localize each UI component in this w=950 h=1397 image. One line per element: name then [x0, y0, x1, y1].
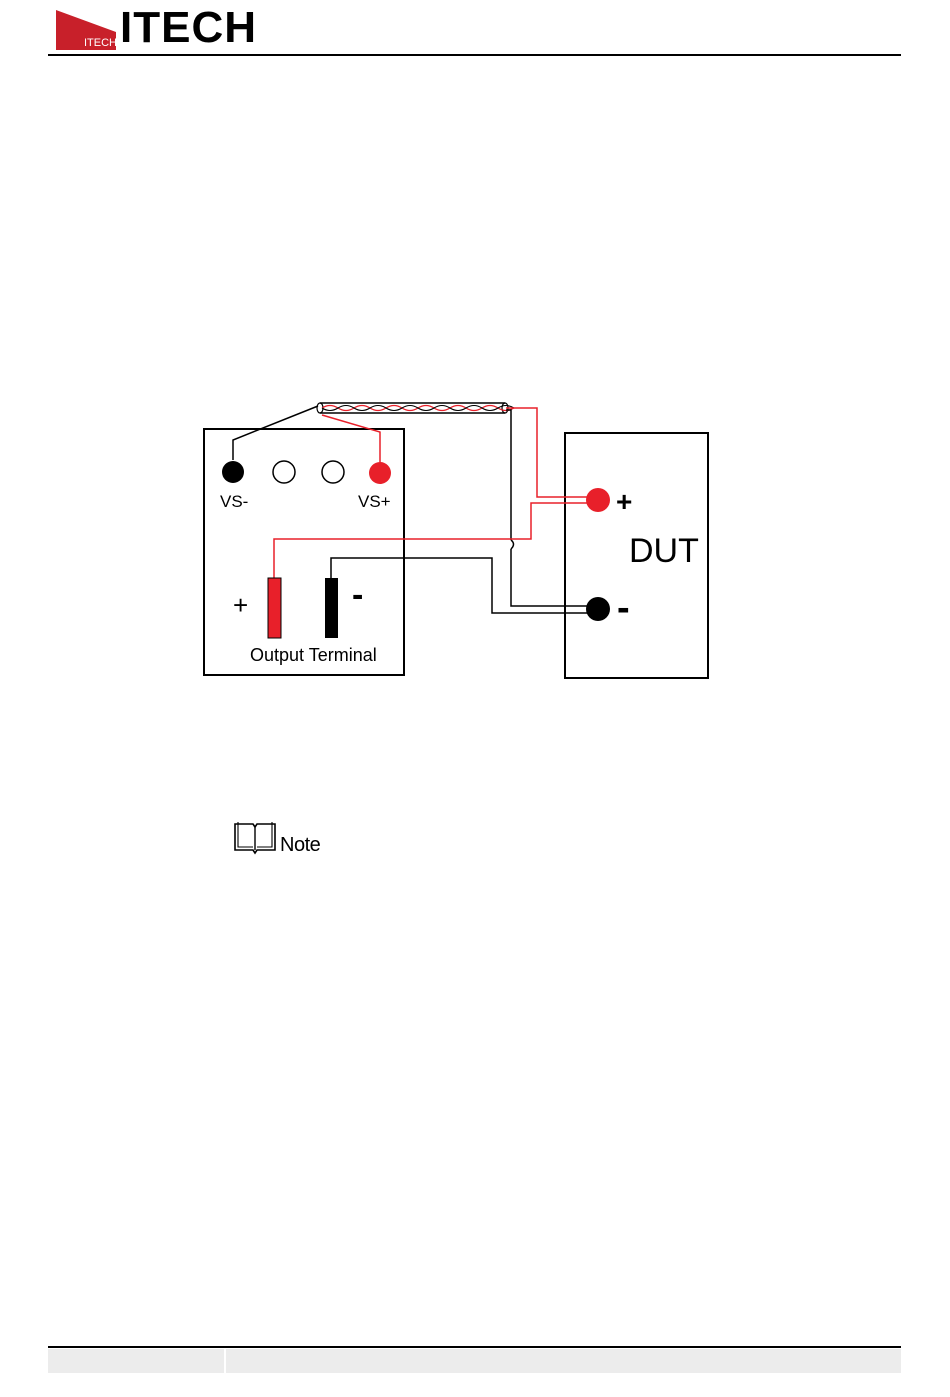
sense-plus-wire [322, 415, 380, 462]
dut-minus-symbol: - [617, 587, 630, 629]
aux-terminal-2 [322, 461, 344, 483]
output-plus-symbol: + [233, 590, 248, 620]
sense-minus-wire [233, 406, 318, 460]
output-minus-symbol: - [352, 576, 363, 614]
sense-minus-run [506, 410, 511, 540]
sense-plus-run [506, 408, 590, 497]
book-icon [232, 820, 278, 856]
sense-minus-label: VS- [220, 492, 248, 511]
output-minus-wire [331, 558, 590, 613]
output-plus-terminal [268, 578, 281, 638]
output-terminal-label: Output Terminal [250, 645, 377, 665]
output-plus-wire [274, 503, 590, 578]
sense-plus-label: VS+ [358, 492, 391, 511]
footer-band-left [48, 1349, 224, 1373]
footer-rule [48, 1346, 901, 1348]
dut-label: DUT [629, 532, 699, 570]
output-minus-terminal [325, 578, 338, 638]
twisted-pair-cable [317, 403, 514, 413]
sense-minus-crossover [511, 540, 514, 549]
sense-minus-terminal [222, 461, 244, 483]
dut-minus-terminal [586, 597, 610, 621]
dut-plus-symbol: + [616, 486, 632, 517]
dut-plus-terminal [586, 488, 610, 512]
sense-plus-terminal [369, 462, 391, 484]
sense-minus-run-lower [511, 549, 590, 606]
footer-band-right [226, 1349, 901, 1373]
note-label: Note [280, 834, 320, 857]
note-callout: Note [232, 820, 352, 860]
aux-terminal-1 [273, 461, 295, 483]
